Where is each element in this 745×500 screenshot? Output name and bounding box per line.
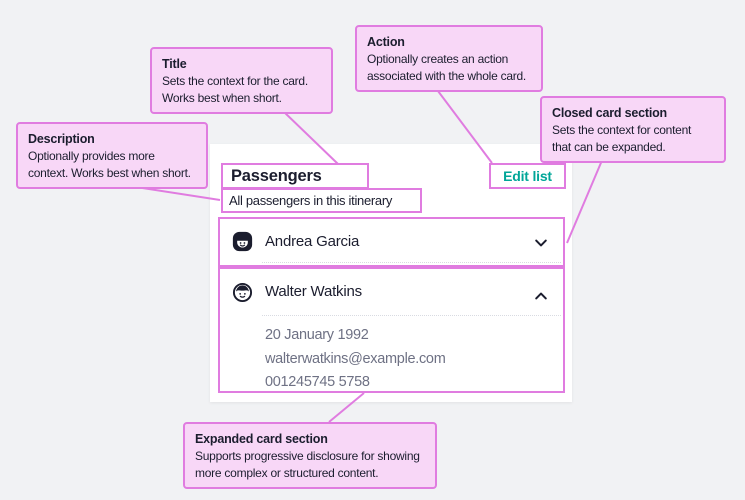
callout-label: Expanded card section: [195, 432, 328, 446]
callout-expanded-card-section: Expanded card section Supports progressi…: [183, 422, 437, 489]
detail-date-of-birth: 20 January 1992: [265, 327, 369, 343]
passenger-details: 20 January 1992 walterwatkins@example.co…: [265, 324, 446, 395]
passenger-section-expanded[interactable]: Walter Watkins 20 January 1992 walterwat…: [218, 267, 565, 393]
divider: [262, 315, 561, 316]
chevron-down-icon[interactable]: [533, 235, 549, 251]
detail-phone: 001245745 5758: [265, 374, 370, 390]
chevron-up-icon[interactable]: [533, 288, 549, 304]
callout-description: Description Optionally provides more con…: [16, 122, 208, 189]
callout-body: Sets the context for content that can be…: [552, 123, 692, 154]
callout-body: Supports progressive disclosure for show…: [195, 449, 420, 480]
callout-title: Title Sets the context for the card. Wor…: [150, 47, 333, 114]
male-avatar-icon: [232, 282, 253, 308]
callout-label: Closed card section: [552, 106, 667, 120]
edit-list-label: Edit list: [503, 168, 552, 184]
callout-closed-card-section: Closed card section Sets the context for…: [540, 96, 726, 163]
edit-list-button[interactable]: Edit list: [489, 163, 566, 189]
callout-body: Sets the context for the card. Works bes…: [162, 74, 308, 105]
card-description: All passengers in this itinerary: [229, 193, 393, 208]
card-title: Passengers: [231, 166, 322, 185]
callout-body: Optionally creates an action associated …: [367, 52, 527, 83]
female-avatar-icon: [232, 231, 253, 257]
connector-line: [566, 157, 604, 244]
detail-email: walterwatkins@example.com: [265, 350, 446, 367]
callout-label: Title: [162, 57, 187, 71]
passenger-section-collapsed[interactable]: Andrea Garcia: [218, 217, 565, 267]
callout-action: Action Optionally creates an action asso…: [355, 25, 543, 92]
callout-label: Description: [28, 132, 95, 146]
passenger-name: Andrea Garcia: [265, 233, 360, 250]
passengers-card: Passengers All passengers in this itiner…: [210, 144, 572, 402]
divider: [262, 262, 561, 263]
callout-label: Action: [367, 35, 405, 49]
passenger-name: Walter Watkins: [265, 283, 362, 300]
card-title-box: Passengers: [221, 163, 369, 189]
callout-body: Optionally provides more context. Works …: [28, 149, 191, 180]
card-description-box: All passengers in this itinerary: [221, 188, 422, 213]
